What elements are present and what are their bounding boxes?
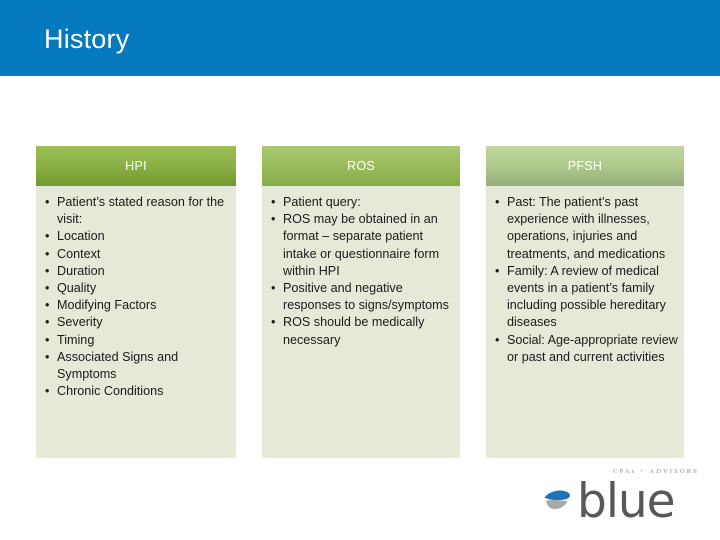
list-item: Quality <box>42 280 230 297</box>
column-body-ros: Patient query: ROS may be obtained in an… <box>262 186 460 458</box>
logo-wordmark: blue <box>577 474 676 529</box>
bullet-list-hpi: Patient’s stated reason for the visit: L… <box>42 194 230 401</box>
list-item: Patient query: <box>268 194 454 211</box>
column-body-pfsh: Past: The patient’s past experience with… <box>486 186 684 458</box>
list-item: Associated Signs and Symptoms <box>42 349 230 383</box>
list-item: Past: The patient’s past experience with… <box>492 194 678 263</box>
list-item: ROS should be medically necessary <box>268 314 454 348</box>
list-item: Timing <box>42 332 230 349</box>
list-item: ROS may be obtained in an format – separ… <box>268 211 454 280</box>
blue-swoosh-icon <box>543 488 577 514</box>
history-components-table: HPI Patient’s stated reason for the visi… <box>36 146 684 458</box>
brand-logo: CPAs + ADVISORS blue <box>539 468 699 530</box>
list-item: Severity <box>42 314 230 331</box>
column-header-pfsh: PFSH <box>486 146 684 186</box>
column-header-ros: ROS <box>262 146 460 186</box>
slide-title-banner: History <box>0 0 720 76</box>
bullet-list-pfsh: Past: The patient’s past experience with… <box>492 194 678 366</box>
list-item: Patient’s stated reason for the visit: <box>42 194 230 228</box>
list-item: Chronic Conditions <box>42 383 230 400</box>
list-item: Duration <box>42 263 230 280</box>
list-item: Social: Age-appropriate review or past a… <box>492 332 678 366</box>
list-item: Context <box>42 246 230 263</box>
list-item: Family: A review of medical events in a … <box>492 263 678 332</box>
table-column-pfsh: PFSH Past: The patient’s past experience… <box>486 146 684 458</box>
table-column-hpi: HPI Patient’s stated reason for the visi… <box>36 146 236 458</box>
column-body-hpi: Patient’s stated reason for the visit: L… <box>36 186 236 458</box>
bullet-list-ros: Patient query: ROS may be obtained in an… <box>268 194 454 349</box>
column-header-hpi: HPI <box>36 146 236 186</box>
list-item: Location <box>42 228 230 245</box>
list-item: Modifying Factors <box>42 297 230 314</box>
list-item: Positive and negative responses to signs… <box>268 280 454 314</box>
logo-tagline: CPAs + ADVISORS <box>613 468 699 475</box>
table-column-ros: ROS Patient query: ROS may be obtained i… <box>262 146 460 458</box>
page-title: History <box>44 24 130 54</box>
